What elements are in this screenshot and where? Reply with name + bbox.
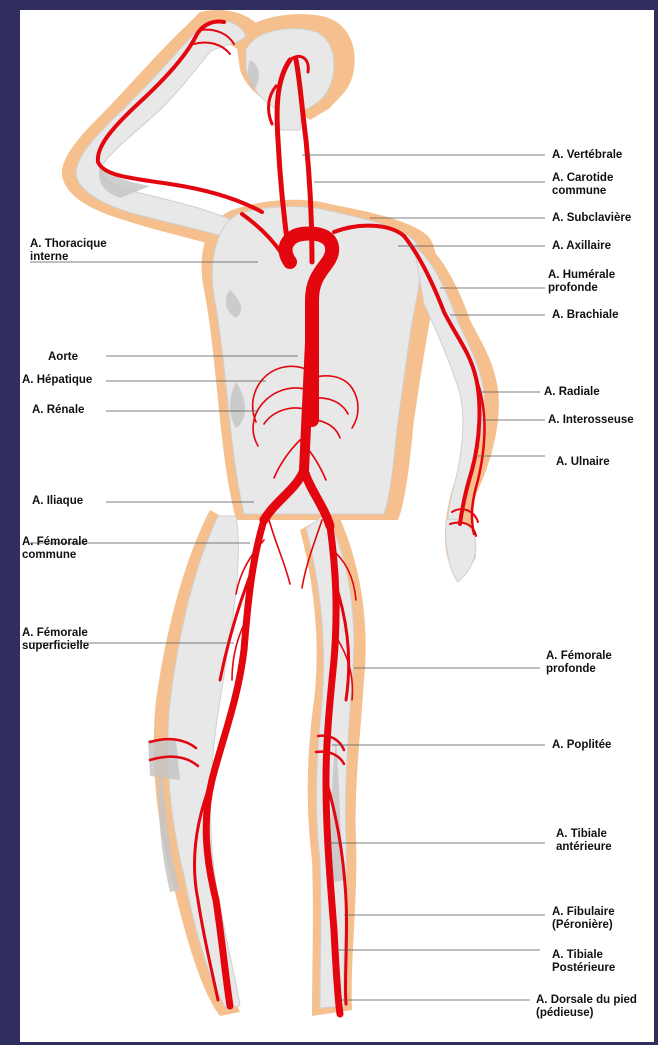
label-femorale-superficielle: A. Fémorale superficielle (22, 627, 89, 652)
label-poplitee: A. Poplitée (552, 739, 611, 752)
label-tibiale-anterieure: A. Tibiale antérieure (556, 828, 612, 853)
label-axillaire: A. Axillaire (552, 240, 611, 253)
label-iliaque: A. Iliaque (32, 495, 83, 508)
label-hepatique: A. Hépatique (22, 374, 92, 387)
label-renale: A. Rénale (32, 404, 84, 417)
label-brachiale: A. Brachiale (552, 309, 618, 322)
label-ulnaire: A. Ulnaire (556, 456, 610, 469)
label-tibiale-posterieure: A. Tibiale Postérieure (552, 949, 615, 974)
label-carotide: A. Carotide commune (552, 172, 613, 197)
label-femorale-commune: A. Fémorale commune (22, 536, 88, 561)
label-interosseuse: A. Interosseuse (548, 414, 634, 427)
label-radiale: A. Radiale (544, 386, 600, 399)
label-subclaviere: A. Subclavière (552, 212, 631, 225)
label-fibulaire: A. Fibulaire (Péronière) (552, 906, 615, 931)
label-dorsale-pied: A. Dorsale du pied (pédieuse) (536, 994, 637, 1019)
label-aorte: Aorte (48, 351, 78, 364)
label-humerale: A. Humérale profonde (548, 269, 615, 294)
label-thoracique-interne: A. Thoracique interne (30, 238, 107, 263)
label-femorale-profonde: A. Fémorale profonde (546, 650, 612, 675)
label-vertebrale: A. Vertébrale (552, 149, 622, 162)
